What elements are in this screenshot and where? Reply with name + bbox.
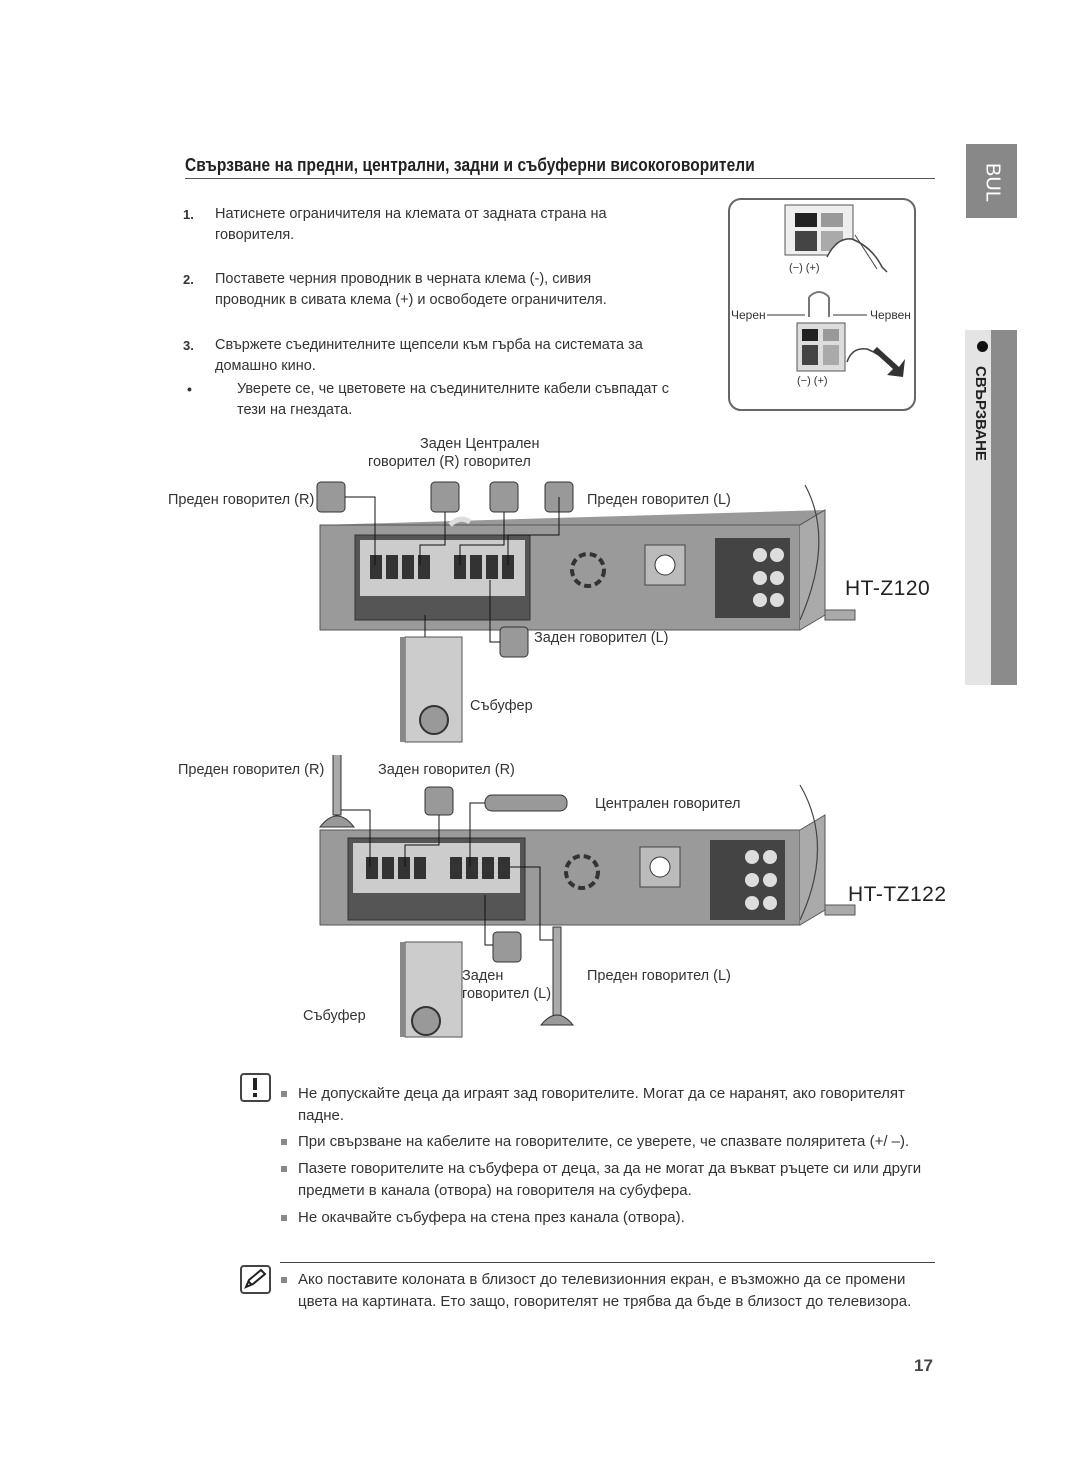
note-icon	[240, 1265, 271, 1294]
caution-text: Не окачвайте събуфера на стена през кана…	[298, 1209, 685, 1226]
diagram-ht-tz122: Преден говорител (R) Заден говорител (R)…	[160, 724, 950, 1045]
step-3-bullet: • Уверете се, че цветовете на съединител…	[183, 379, 703, 423]
rear-center-header-2: говорител (R) говорител	[368, 454, 531, 470]
step-2: 2. Поставете черния проводник в черната …	[183, 269, 683, 313]
title-divider	[185, 178, 935, 179]
notes-divider	[280, 1262, 935, 1263]
subwoofer-label: Събуфер	[303, 1008, 366, 1024]
caution-item: При свързване на кабелите на говорителит…	[281, 1131, 936, 1153]
square-bullet-icon	[281, 1091, 287, 1097]
caution-icon	[240, 1073, 271, 1102]
caution-text: Пазете говорителите на събуфера от деца,…	[298, 1160, 922, 1199]
center-speaker-label: Централен говорител	[595, 796, 741, 812]
terminal-diagram: (−) (+) (−) (+) Черен Червен	[727, 197, 917, 412]
note-item: Ако поставите колоната в близост до теле…	[281, 1269, 936, 1313]
caution-item: Не окачвайте събуфера на стена през кана…	[281, 1207, 936, 1229]
caution-item: Пазете говорителите на събуфера от деца,…	[281, 1158, 936, 1202]
caution-text: При свързване на кабелите на говорителит…	[298, 1133, 910, 1150]
ht-tz122-connection-illustration	[318, 724, 856, 1038]
square-bullet-icon	[281, 1139, 287, 1145]
square-bullet-icon	[281, 1277, 287, 1283]
model-name: HT-Z120	[845, 577, 931, 600]
step-number: 1.	[183, 207, 194, 222]
language-tab: BUL	[966, 144, 1017, 218]
terminal-illustration	[728, 198, 916, 411]
polarity-label-top: (−) (+)	[789, 262, 820, 274]
language-tab-label: BUL	[981, 163, 1004, 202]
step-text: Натиснете ограничителя на клемата от зад…	[215, 206, 607, 243]
subwoofer-label: Събуфер	[470, 698, 533, 714]
section-side-label: СВЪРЗВАНЕ	[972, 366, 989, 461]
step-number: 3.	[183, 338, 194, 353]
front-left-label: Преден говорител (L)	[587, 968, 731, 984]
bullet-dot-icon: •	[187, 381, 192, 397]
square-bullet-icon	[281, 1215, 287, 1221]
rear-left-label-1: Заден	[462, 968, 504, 984]
red-wire-label: Червен	[870, 308, 911, 322]
step-text: Поставете черния проводник в черната кле…	[215, 271, 607, 308]
polarity-label-bottom: (−) (+)	[797, 375, 828, 387]
page-number: 17	[914, 1356, 933, 1375]
rear-left-label: Заден говорител (L)	[534, 630, 669, 646]
step-1: 1. Натиснете ограничителя на клемата от …	[183, 204, 683, 248]
caution-item: Не допускайте деца да играят зад говорит…	[281, 1083, 936, 1127]
note-text: Ако поставите колоната в близост до теле…	[298, 1271, 912, 1310]
rear-center-header-1: Заден Централен	[420, 436, 540, 452]
step-3: 3. Свържете съединителните щепсели към г…	[183, 335, 683, 379]
square-bullet-icon	[281, 1166, 287, 1172]
diagram-ht-z120: Заден Централен говорител (R) говорител …	[160, 430, 950, 750]
model-name: HT-TZ122	[848, 883, 947, 906]
caution-text: Не допускайте деца да играят зад говорит…	[298, 1085, 905, 1124]
ht-z120-connection-illustration	[316, 481, 856, 743]
black-wire-label: Черен	[731, 308, 766, 322]
pencil-icon	[244, 1268, 267, 1289]
step-bullet-text: Уверете се, че цветовете на съединителни…	[237, 381, 670, 418]
step-number: 2.	[183, 272, 194, 287]
front-right-label: Преден говорител (R)	[168, 492, 315, 508]
rear-left-label-2: говорител (L)	[462, 986, 552, 1002]
front-left-label: Преден говорител (L)	[587, 492, 731, 508]
section-bullet-icon	[977, 341, 988, 352]
front-right-label: Преден говорител (R)	[178, 762, 325, 778]
section-side-tab	[965, 330, 1017, 685]
page-title: Свързване на предни, централни, задни и …	[185, 155, 755, 175]
rear-right-label: Заден говорител (R)	[378, 762, 515, 778]
step-text: Свържете съединителните щепсели към гърб…	[215, 337, 643, 374]
